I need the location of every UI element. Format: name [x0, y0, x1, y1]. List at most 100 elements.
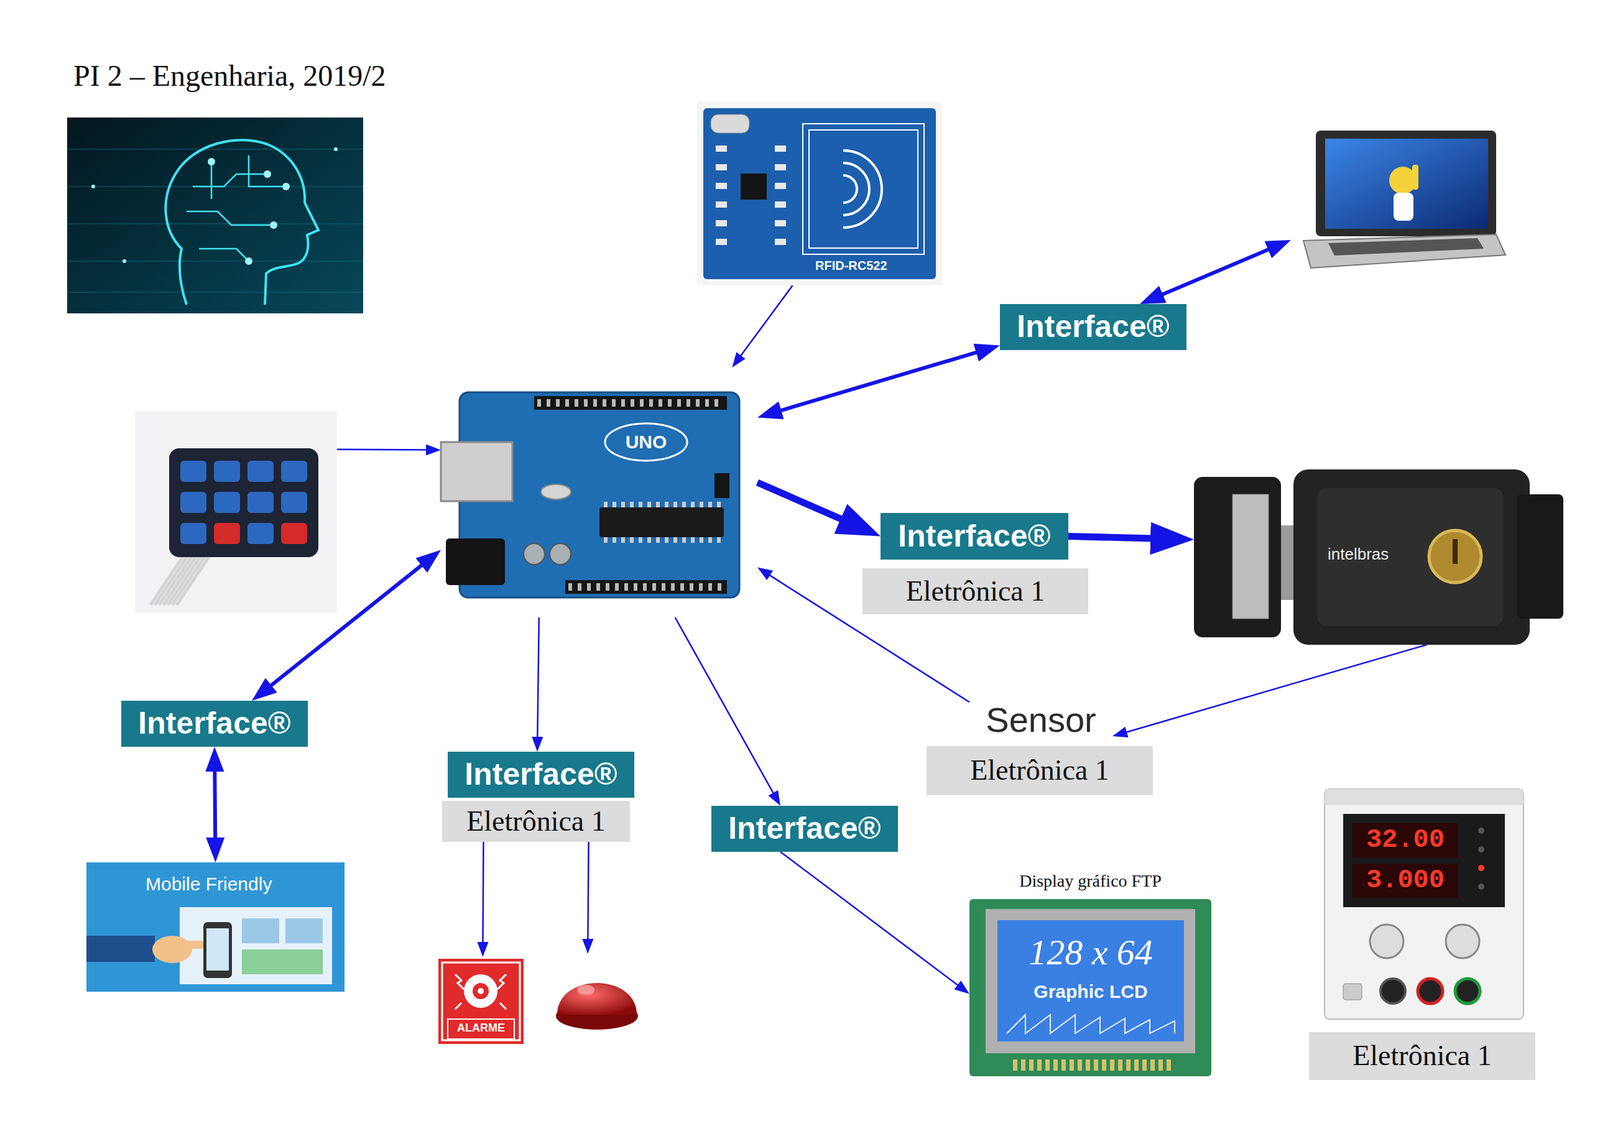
terminal: [1455, 978, 1480, 1004]
electric-lock-text: intelbras: [1327, 545, 1389, 564]
pin: [649, 399, 653, 407]
key: [213, 491, 241, 514]
pin: [670, 583, 675, 591]
rf-wave: [843, 175, 857, 203]
siren-dome: [557, 983, 637, 1015]
layout-block: [241, 918, 280, 944]
pin: [1012, 1059, 1018, 1071]
eletronica-label: Eletrônica 1: [466, 805, 606, 839]
rfid-module-text: RFID-RC522: [815, 258, 888, 273]
text-slot: ALARME: [448, 1022, 514, 1035]
chip-leg: [716, 537, 721, 543]
display-panel: [1343, 813, 1505, 908]
rf-wave: [843, 150, 882, 228]
pin: [689, 583, 694, 591]
interface-label: Interface®: [464, 756, 617, 793]
text-slot: 128 x 64: [997, 932, 1184, 973]
key: [213, 460, 241, 482]
pin: [583, 399, 588, 407]
pad: [774, 182, 787, 190]
pin: [717, 583, 722, 591]
capacitor: [549, 543, 571, 565]
chip-leg: [638, 537, 643, 543]
text-slot: intelbras: [1327, 545, 1389, 564]
pin: [708, 583, 713, 591]
cartoon-body: [1393, 192, 1414, 221]
ai-dot: [122, 259, 127, 264]
digit-window: [1352, 863, 1459, 898]
board: [703, 108, 936, 280]
power-supply: 32.003.000: [1318, 786, 1531, 1023]
key: [247, 491, 274, 514]
chip-leg: [629, 537, 634, 543]
terminal: [1380, 978, 1406, 1004]
cartoon-arm: [1412, 164, 1419, 190]
text-slot: Mobile Friendly: [145, 873, 272, 895]
chip-leg: [690, 501, 695, 508]
keypad-body: [169, 448, 319, 558]
case: [1324, 789, 1524, 1020]
chip: [599, 507, 724, 538]
connector-arrow: [739, 285, 793, 359]
ai-grid-lines: [67, 149, 364, 293]
lock-side: [1193, 476, 1281, 638]
pin-header: [534, 396, 727, 410]
ai-background: [67, 117, 364, 314]
frame: [985, 909, 1196, 1054]
ai-dot: [207, 157, 216, 166]
arduino-board-text: UNO: [607, 431, 685, 453]
screen: [1325, 138, 1489, 229]
layout-block: [241, 949, 323, 975]
connector-arrow: [1157, 247, 1273, 296]
pad: [774, 220, 787, 227]
usb-port: [440, 442, 513, 502]
sound-marks: [455, 974, 507, 1010]
pin: [686, 399, 691, 407]
ribbon-wire: [172, 554, 207, 606]
siren-light-drawing: [550, 953, 643, 1036]
pin: [677, 399, 681, 407]
label-band: [447, 1019, 515, 1040]
power-button: [1343, 983, 1362, 1000]
chip-leg: [656, 537, 660, 543]
arduino-board-drawing: [440, 367, 758, 618]
ai-dot: [245, 257, 253, 265]
crystal: [541, 484, 571, 500]
pin: [667, 399, 672, 407]
pin: [705, 399, 709, 407]
connector-arrow: [337, 448, 430, 451]
chip-leg: [612, 537, 617, 543]
pin: [652, 583, 657, 591]
rfid-module: RFID-RC522: [697, 101, 943, 286]
arduino-board: UNO: [440, 367, 758, 618]
interface-box: Interface®: [121, 700, 308, 747]
connector-arrow: [212, 766, 218, 843]
pin: [611, 399, 616, 407]
lock-body: [1293, 469, 1530, 645]
pin: [1093, 1059, 1099, 1071]
sleeve: [86, 935, 155, 962]
electric-lock: intelbras: [1193, 469, 1564, 645]
antenna: [802, 123, 925, 255]
pin: [1037, 1059, 1042, 1071]
text-slot: Graphic LCD: [997, 981, 1184, 1002]
chip-leg: [699, 537, 704, 543]
sensor-label: Sensor: [969, 697, 1113, 744]
key: [180, 522, 207, 545]
pin: [658, 399, 663, 407]
ai-dot: [269, 221, 278, 229]
text-slot: RFID-RC522: [815, 258, 888, 273]
interface-label: Interface®: [138, 705, 291, 742]
connector-arrow: [1068, 536, 1160, 540]
interface-label: Interface®: [728, 810, 881, 847]
pin: [1069, 1059, 1074, 1071]
icsp-header: [714, 473, 730, 499]
capacitor: [523, 543, 545, 565]
connector-arrow: [776, 351, 982, 413]
antenna: [809, 129, 918, 249]
pin: [1085, 1059, 1091, 1071]
eletronica-tag: Eletrônica 1: [442, 800, 630, 842]
pin: [695, 399, 700, 407]
base: [1303, 234, 1506, 269]
pin: [1101, 1059, 1107, 1071]
